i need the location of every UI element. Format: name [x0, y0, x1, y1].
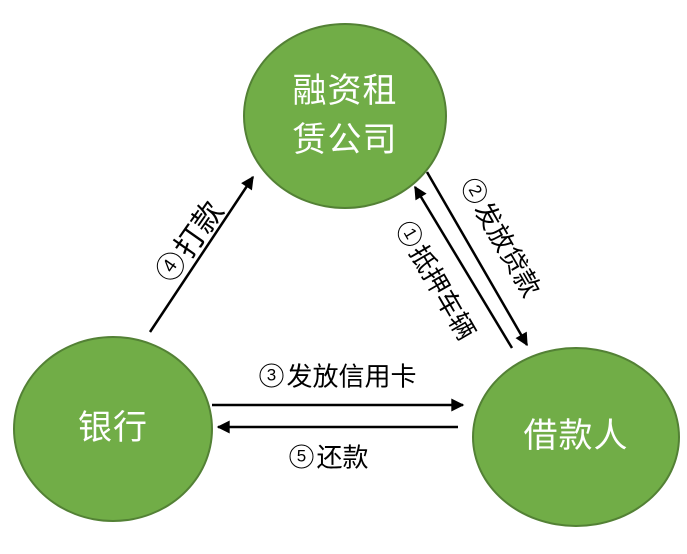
edge-label-3-text: 发放信用卡 [286, 361, 417, 392]
node-leasing-company: 融资租 赁公司 [243, 23, 447, 209]
circled-number-5: 5 [289, 444, 314, 468]
node-bank: 银行 [13, 336, 213, 522]
node-leasing-company-label: 融资租 赁公司 [293, 67, 398, 166]
node-leasing-label-line2: 赁公司 [292, 121, 398, 159]
arrow-2-leasing-to-borrower [425, 171, 529, 347]
edge-label-5-text: 还款 [316, 442, 369, 473]
node-borrower: 借款人 [472, 347, 680, 527]
node-borrower-label: 借款人 [523, 417, 629, 456]
edge-label-5-repayment: 5 还款 [289, 438, 369, 475]
circled-number-3: 3 [259, 363, 284, 387]
edge-label-3-issue-credit-card: 3 发放信用卡 [259, 357, 417, 394]
arrow-1-borrower-to-leasing [413, 185, 514, 349]
node-leasing-label-line1: 融资租 [292, 71, 398, 110]
node-bank-label: 银行 [78, 409, 148, 448]
arrow-4-bank-to-leasing [148, 175, 255, 333]
